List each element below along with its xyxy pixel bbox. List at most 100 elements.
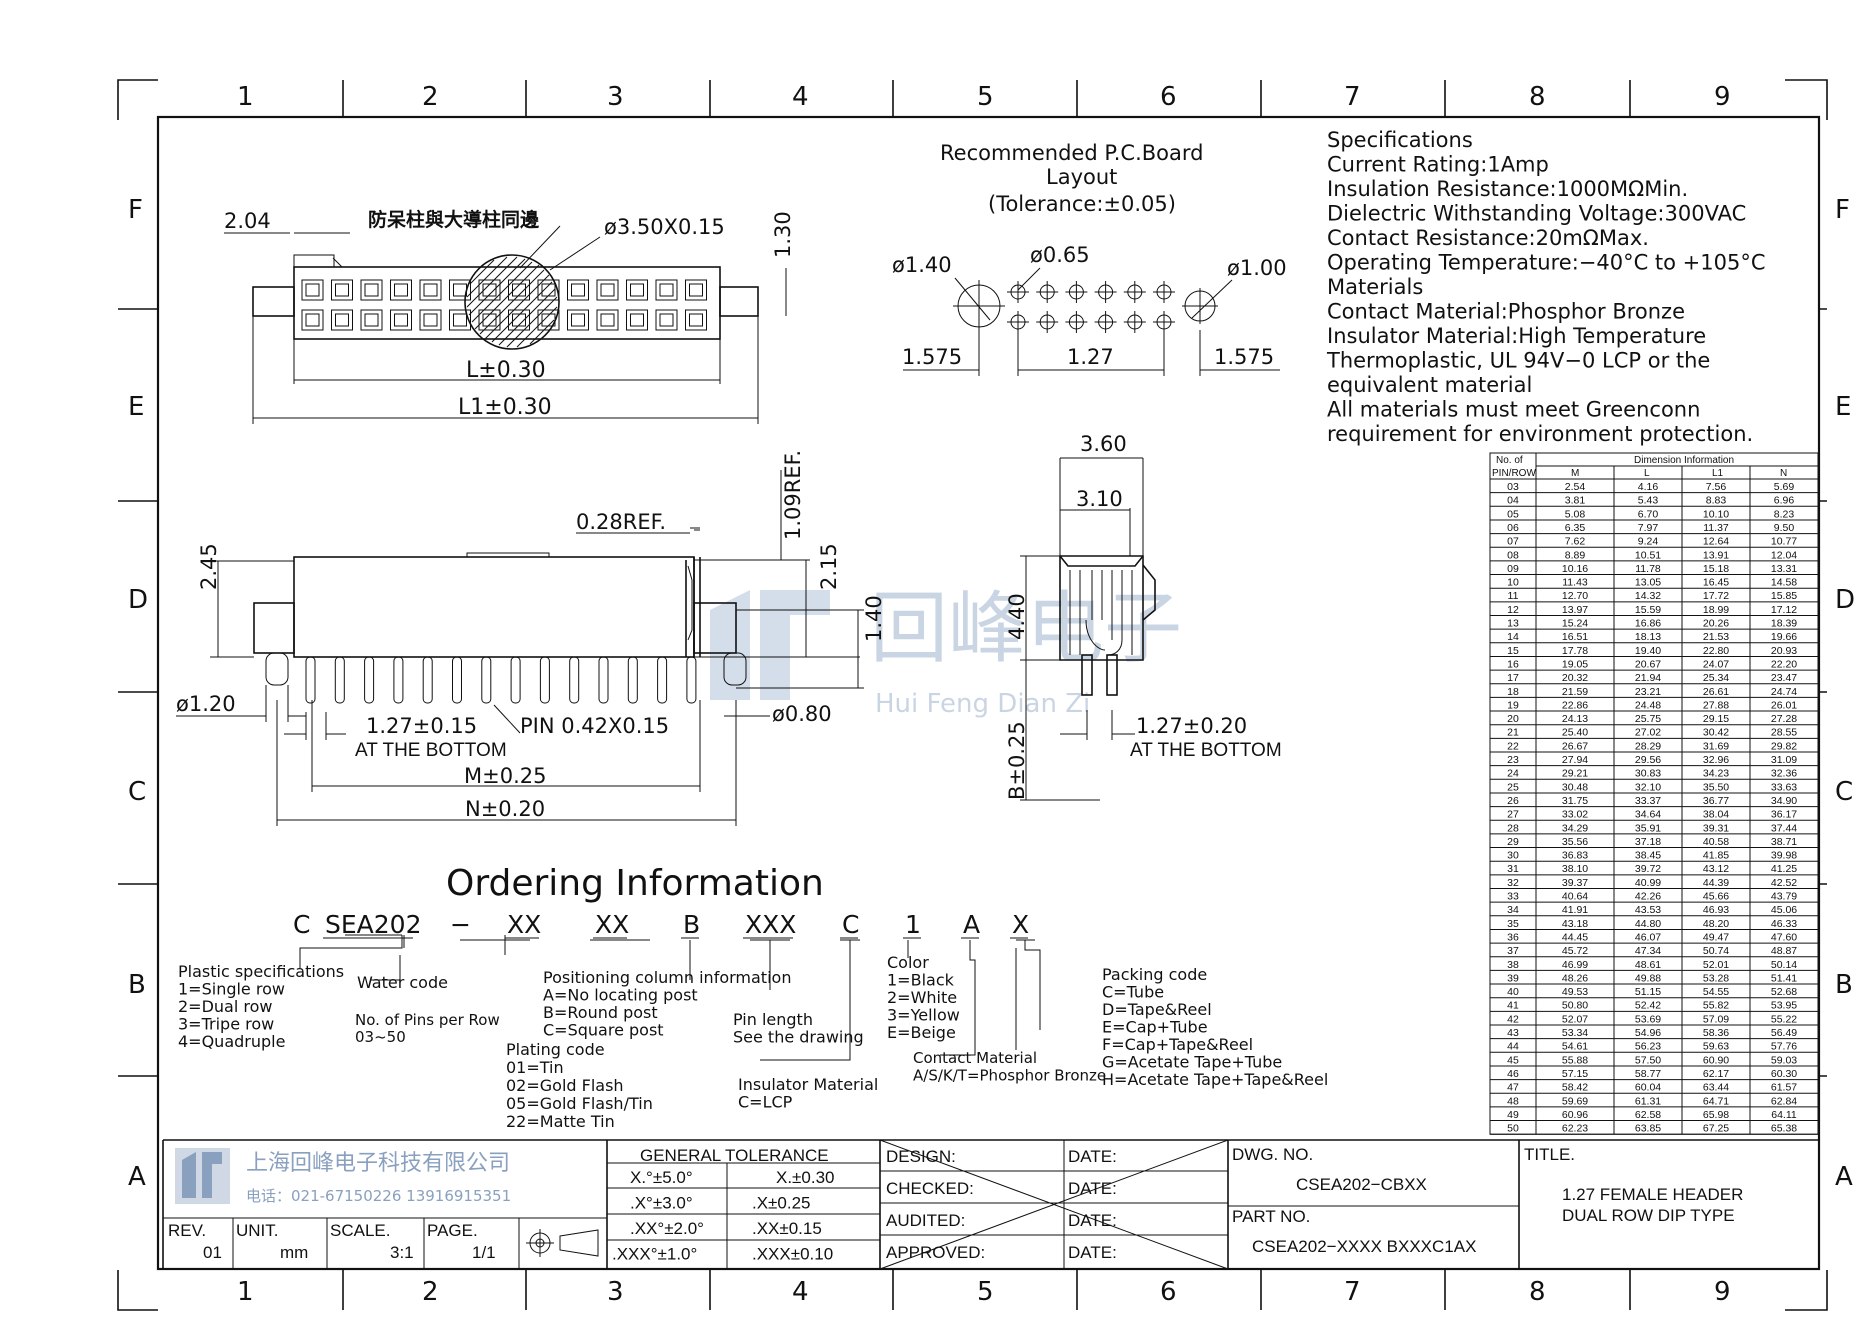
spec-line: equivalent material <box>1327 373 1532 397</box>
table-cell: 11.78 <box>1635 563 1661 575</box>
title-block: 上海回峰电子科技有限公司 电话：021-67150226 13916915351… <box>162 1139 1819 1270</box>
positioning-line: A=No locating post <box>543 986 698 1005</box>
table-cell: 24 <box>1507 768 1519 780</box>
table-cell: 43.18 <box>1562 918 1588 930</box>
table-cell: 65.38 <box>1771 1123 1797 1135</box>
plating-code-line: Plating code <box>506 1040 605 1059</box>
column-label: 1 <box>237 82 254 112</box>
table-cell: 34.90 <box>1771 795 1797 807</box>
table-cell: 59.63 <box>1703 1041 1729 1053</box>
pins-per-row-line: No. of Pins per Row <box>355 1011 500 1029</box>
spec-line: Specifications <box>1327 128 1473 152</box>
table-cell: 41.91 <box>1562 904 1588 916</box>
dim-M: M±0.25 <box>464 764 546 788</box>
column-label: 3 <box>607 82 624 112</box>
packing-code-line: G=Acetate Tape+Tube <box>1102 1053 1282 1072</box>
table-col-header: M <box>1571 468 1579 479</box>
packing-code-line: H=Acetate Tape+Tape&Reel <box>1102 1070 1328 1089</box>
rev-label: REV. <box>168 1221 206 1240</box>
table-cell: 37.44 <box>1771 822 1797 834</box>
table-cell: 50.74 <box>1703 945 1729 957</box>
packing-code-line: F=Cap+Tape&Reel <box>1102 1035 1253 1054</box>
table-cell: 21 <box>1507 727 1519 739</box>
table-cell: 30.42 <box>1703 727 1729 739</box>
page-label: PAGE. <box>427 1221 478 1240</box>
title-line-1: 1.27 FEMALE HEADER <box>1562 1185 1743 1204</box>
table-cell: 44.80 <box>1635 918 1661 930</box>
table-col-header: N <box>1780 468 1787 479</box>
table-cell: 47 <box>1507 1082 1519 1094</box>
packing-code-line: E=Cap+Tube <box>1102 1018 1208 1037</box>
pcb-title-1: Recommended P.C.Board <box>940 141 1203 165</box>
table-cell: 33.37 <box>1635 795 1661 807</box>
table-cell: 52.68 <box>1771 986 1797 998</box>
contact-material-line: A/S/K/T=Phosphor Bronze <box>913 1067 1106 1085</box>
approval-role: APPROVED: <box>886 1243 985 1262</box>
table-cell: 36.17 <box>1771 809 1797 821</box>
packing-code-line: C=Tube <box>1102 983 1164 1002</box>
table-cell: 26 <box>1507 795 1519 807</box>
row-label: B <box>128 970 146 1000</box>
table-cell: 23 <box>1507 754 1519 766</box>
table-cell: 5.43 <box>1638 495 1659 507</box>
table-header-group: Dimension Information <box>1634 455 1734 466</box>
spec-line: Thermoplastic, UL 94V−0 LCP or the <box>1326 349 1710 373</box>
pcb-tolerance: (Tolerance:±0.05) <box>988 192 1176 216</box>
dim-4-40: 4.40 <box>1005 593 1029 640</box>
table-cell: 55.82 <box>1703 1000 1729 1012</box>
table-cell: 57.15 <box>1562 1068 1588 1080</box>
table-cell: 07 <box>1507 536 1519 548</box>
dim-d1-40: ø1.40 <box>892 253 952 277</box>
dim-2-45: 2.45 <box>197 543 221 590</box>
insulator-line: Insulator Material <box>738 1075 878 1094</box>
table-cell: 60.96 <box>1562 1109 1588 1121</box>
table-cell: 26.61 <box>1703 686 1729 698</box>
table-cell: 36 <box>1507 931 1519 943</box>
order-code-segment: X <box>1012 910 1029 939</box>
table-cell: 54.61 <box>1562 1041 1588 1053</box>
table-header-pins: PIN/ROW <box>1492 468 1536 479</box>
dim-1-09-ref: 1.09REF. <box>781 450 805 540</box>
table-cell: 40 <box>1507 986 1519 998</box>
table-cell: 42 <box>1507 1013 1519 1025</box>
table-cell: 35.56 <box>1562 836 1588 848</box>
table-cell: 14.32 <box>1635 590 1661 602</box>
column-label: 2 <box>422 1277 439 1307</box>
color-line: 2=White <box>887 988 957 1007</box>
table-cell: 46.93 <box>1703 904 1729 916</box>
table-cell: 5.08 <box>1565 508 1586 520</box>
table-cell: 37 <box>1507 945 1519 957</box>
spec-line: Contact Resistance:20mΩMax. <box>1327 226 1649 250</box>
table-cell: 17.78 <box>1562 645 1588 657</box>
table-cell: 17.72 <box>1703 590 1729 602</box>
table-cell: 18 <box>1507 686 1519 698</box>
table-cell: 15 <box>1507 645 1519 657</box>
table-cell: 22 <box>1507 740 1519 752</box>
pin-size: PIN 0.42X0.15 <box>520 714 669 738</box>
company-phone: 电话：021-67150226 13916915351 <box>246 1187 511 1205</box>
title-line-2: DUAL ROW DIP TYPE <box>1562 1206 1735 1225</box>
table-cell: 16.45 <box>1703 577 1729 589</box>
pin-length-line: See the drawing <box>733 1028 864 1047</box>
column-label: 9 <box>1714 82 1731 112</box>
tolerance-angle: .X°±3.0° <box>630 1194 693 1213</box>
table-cell: 38.10 <box>1562 863 1588 875</box>
table-cell: 38.71 <box>1771 836 1797 848</box>
table-cell: 6.35 <box>1565 522 1586 534</box>
order-code-segment: 1 <box>905 910 921 939</box>
table-cell: 33.63 <box>1771 781 1797 793</box>
table-cell: 30 <box>1507 850 1519 862</box>
table-cell: 4.16 <box>1638 481 1659 493</box>
table-cell: 53.28 <box>1703 972 1729 984</box>
row-label: A <box>128 1162 146 1192</box>
table-cell: 44.39 <box>1703 877 1729 889</box>
table-cell: 14 <box>1507 631 1519 643</box>
table-cell: 23.21 <box>1635 686 1661 698</box>
table-cell: 29.15 <box>1703 713 1729 725</box>
front-view: 2.45 1.09REF. 0.28REF. 2.15 1.40 ø1.20 1… <box>176 450 886 826</box>
unit-label: UNIT. <box>236 1221 279 1240</box>
table-cell: 21.59 <box>1562 686 1588 698</box>
spec-line: Dielectric Withstanding Voltage:300VAC <box>1327 202 1746 226</box>
column-label: 6 <box>1160 1277 1177 1307</box>
table-cell: 58.77 <box>1635 1068 1661 1080</box>
